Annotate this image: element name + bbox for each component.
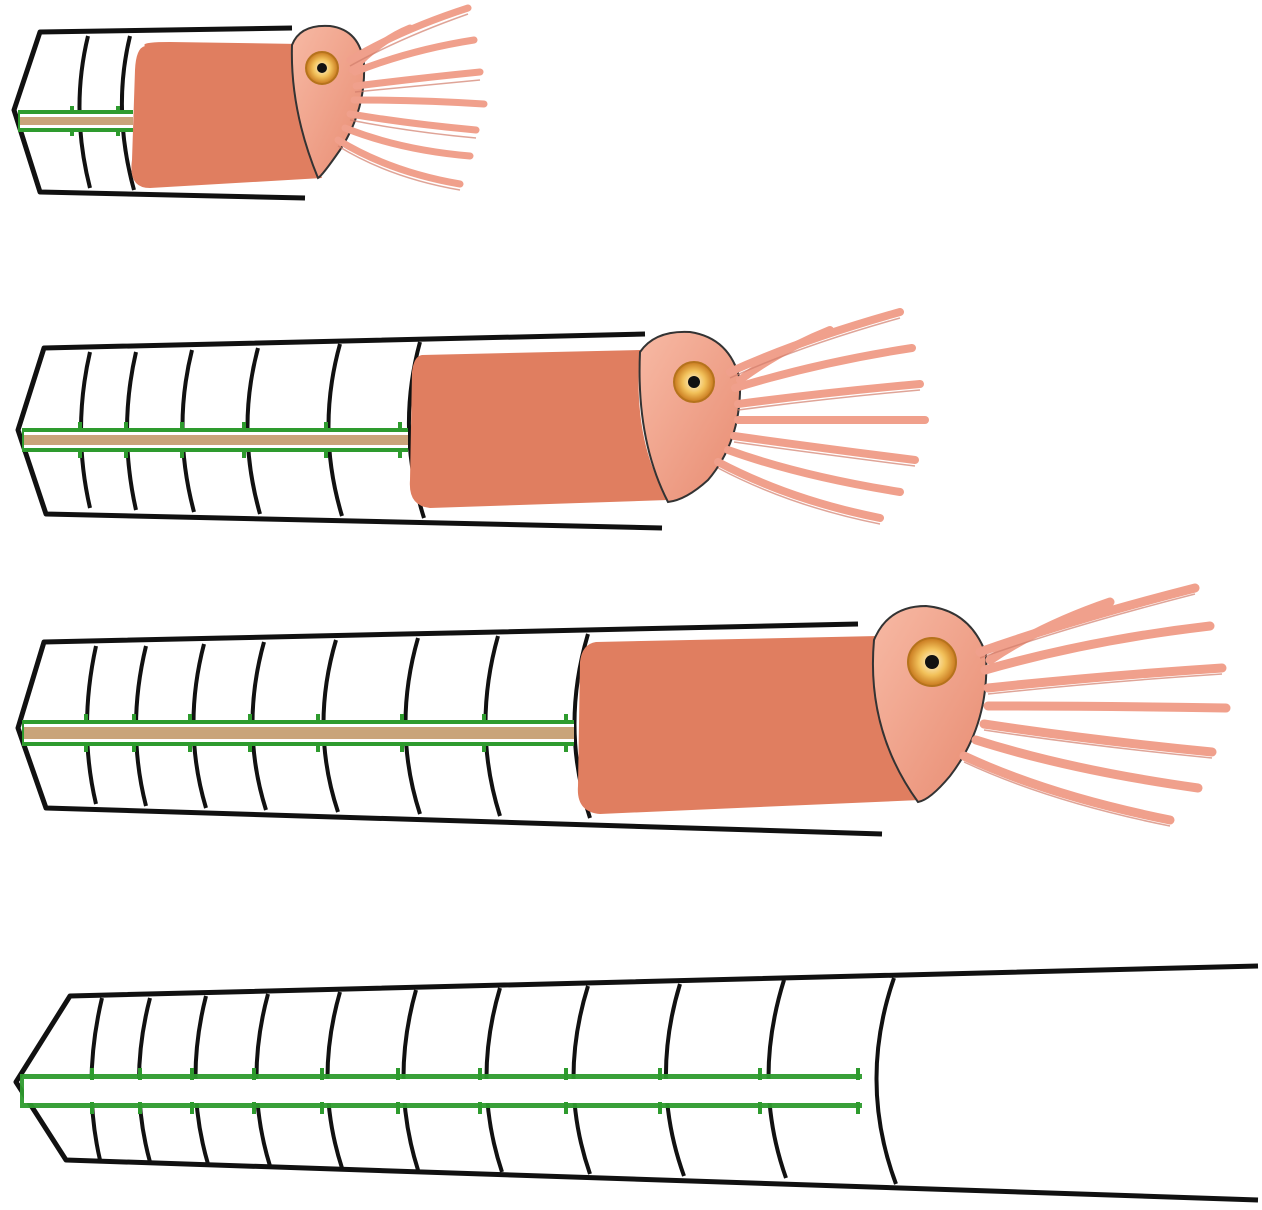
stage-1 — [14, 8, 484, 198]
tentacles — [964, 588, 1226, 820]
stage-3 — [18, 588, 1226, 834]
animal-body — [410, 350, 668, 508]
animal-body — [578, 636, 920, 814]
septum — [876, 978, 896, 1184]
stage-4 — [16, 966, 1258, 1200]
siphuncle — [18, 106, 133, 136]
siphuncle — [22, 714, 574, 752]
siphuncle — [20, 1068, 862, 1114]
stage-2 — [18, 312, 925, 528]
siphuncle — [22, 422, 408, 458]
